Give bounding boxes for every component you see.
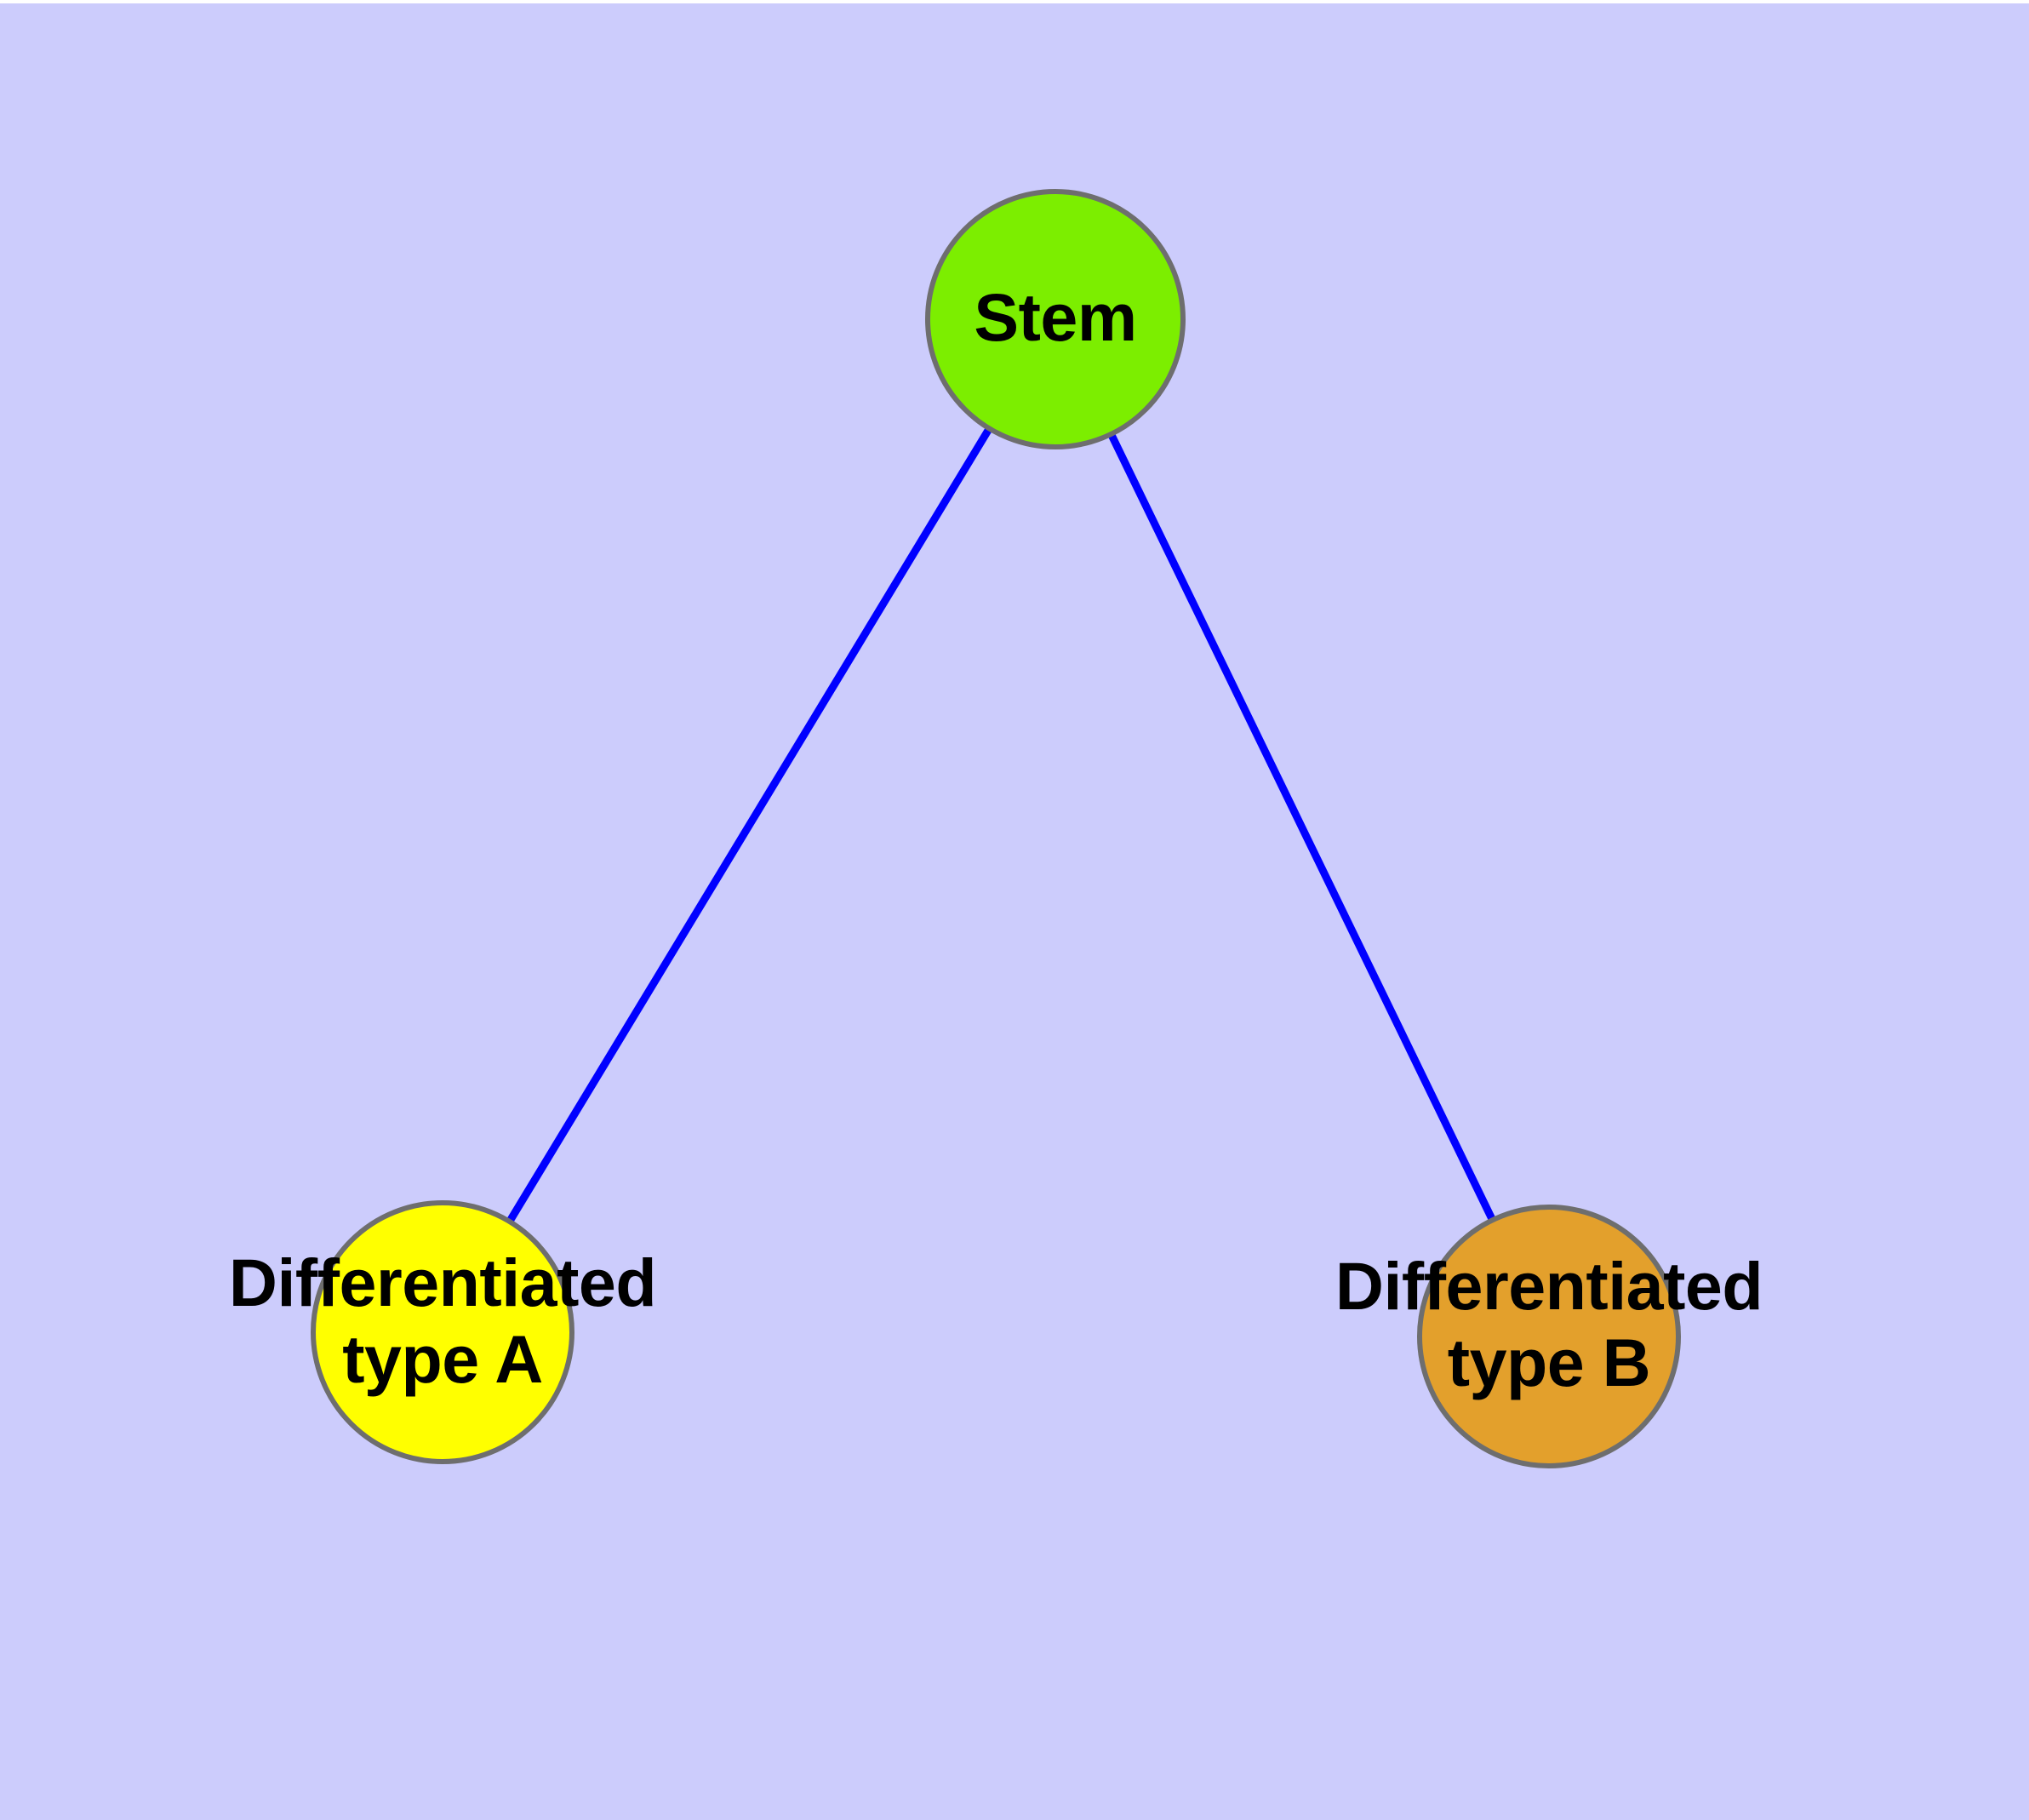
node-stem[interactable] bbox=[925, 189, 1186, 449]
edges-layer bbox=[439, 317, 1553, 1338]
node-differentiated-type-b[interactable] bbox=[1417, 1205, 1681, 1468]
node-differentiated-type-a[interactable] bbox=[311, 1200, 574, 1464]
edge-stem-to-differentiated-type-a[interactable] bbox=[439, 317, 1059, 1335]
edge-stem-to-differentiated-type-b[interactable] bbox=[1051, 318, 1553, 1338]
nodes-layer bbox=[311, 189, 1681, 1468]
